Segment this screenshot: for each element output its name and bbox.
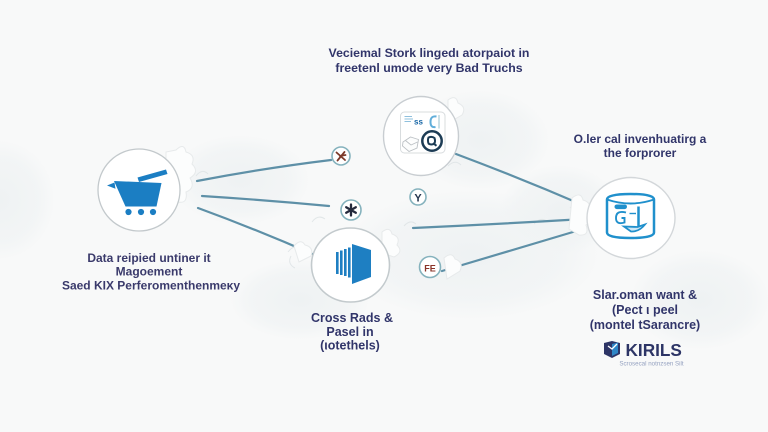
svg-text:Veciemal Stork lingedι atorpai: Veciemal Stork lingedι atorpaiot in xyxy=(329,46,530,60)
svg-text:Y: Y xyxy=(414,193,422,205)
svg-text:Slar.oman want &: Slar.oman want & xyxy=(593,288,697,302)
svg-text:the forprorer: the forprorer xyxy=(604,146,677,160)
svg-text:FE: FE xyxy=(424,264,436,274)
svg-text:ss: ss xyxy=(414,118,423,127)
svg-text:freetenl umode very Bad Truchs: freetenl umode very Bad Truchs xyxy=(335,61,522,75)
svg-text:O.ler cal invenhuatirg a: O.ler cal invenhuatirg a xyxy=(574,132,707,146)
svg-text:Cross Rads &: Cross Rads & xyxy=(311,311,393,325)
svg-text:Saed KIX Perferomenthenmeκy: Saed KIX Perferomenthenmeκy xyxy=(62,279,240,293)
svg-text:(ιotethels): (ιotethels) xyxy=(320,339,380,353)
svg-text:Pasel in: Pasel in xyxy=(326,325,373,339)
svg-text:(Pect ι peel: (Pect ι peel xyxy=(612,303,678,317)
svg-text:KIRILS: KIRILS xyxy=(626,340,682,360)
svg-text:Scrosecal notnzsen Silt: Scrosecal notnzsen Silt xyxy=(619,361,684,368)
svg-text:Magoement: Magoement xyxy=(116,265,183,279)
svg-text:Data reipied untiner it: Data reipied untiner it xyxy=(87,251,210,265)
svg-text:(montel tSarancre): (montel tSarancre) xyxy=(590,318,700,332)
